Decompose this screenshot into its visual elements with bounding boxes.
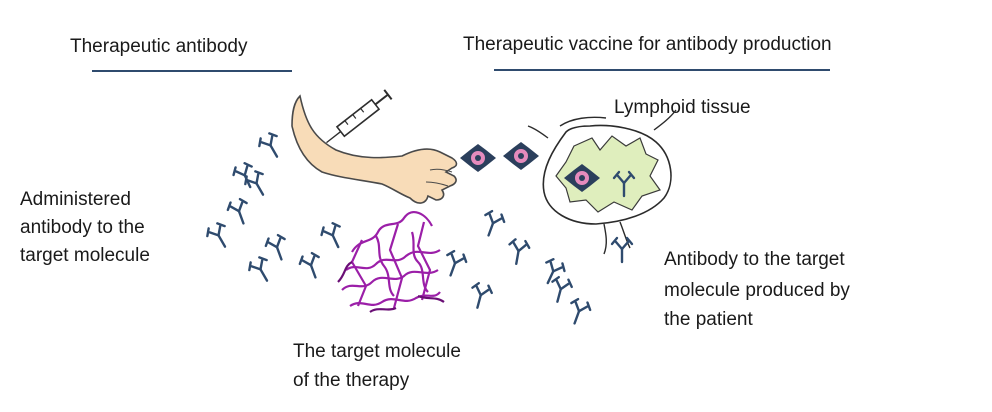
heading-therapeutic-antibody: Therapeutic antibody	[70, 36, 248, 57]
antibody-icon	[471, 281, 493, 309]
antibody-icon	[226, 197, 248, 225]
lymph-node-icon	[527, 109, 677, 255]
antibody-icon	[248, 256, 269, 282]
antibody-icon	[258, 132, 279, 158]
antibody-icon	[484, 209, 506, 237]
antigen-presenting-cell-icon	[460, 144, 496, 172]
antibody-icon	[610, 236, 634, 264]
administered-antibody-label-line-1: Administered	[20, 189, 131, 210]
heading-left-underline	[92, 70, 292, 72]
antibody-icon	[446, 249, 468, 277]
administered-antibody-label-line-3: target molecule	[20, 245, 150, 266]
lymphoid-tissue-label: Lymphoid tissue	[614, 97, 751, 118]
antigen-presenting-cell-icon	[503, 142, 539, 170]
antibody-icon	[320, 221, 341, 249]
administered-antibody-label-line-2: antibody to the	[20, 217, 145, 238]
antibody-icon	[244, 170, 265, 196]
arm-icon	[291, 94, 458, 204]
antibody-icon	[264, 233, 286, 261]
antigen-presenting-cell-icon	[564, 164, 600, 192]
patient-antibody-label-line-1: Antibody to the target	[664, 249, 845, 270]
target-molecule-label-line-1: The target molecule	[293, 341, 461, 362]
antibody-icon	[551, 275, 573, 303]
protein-structure-icon	[337, 210, 445, 313]
heading-therapeutic-vaccine: Therapeutic vaccine for antibody product…	[463, 34, 832, 55]
patient-antibody-label-line-3: the patient	[664, 309, 753, 330]
antibody-icon	[508, 238, 531, 266]
antibody-icon	[232, 161, 253, 189]
antibody-group	[206, 132, 636, 325]
target-molecule-label-line-2: of the therapy	[293, 370, 410, 391]
antibody-icon	[570, 297, 592, 325]
antibody-icon	[545, 257, 566, 285]
heading-right-underline	[494, 69, 830, 71]
syringe-icon	[326, 89, 393, 144]
antibody-icon	[612, 170, 636, 198]
patient-antibody-label-line-2: molecule produced by	[664, 280, 850, 301]
antibody-icon	[206, 222, 227, 248]
antibody-icon	[298, 251, 320, 279]
